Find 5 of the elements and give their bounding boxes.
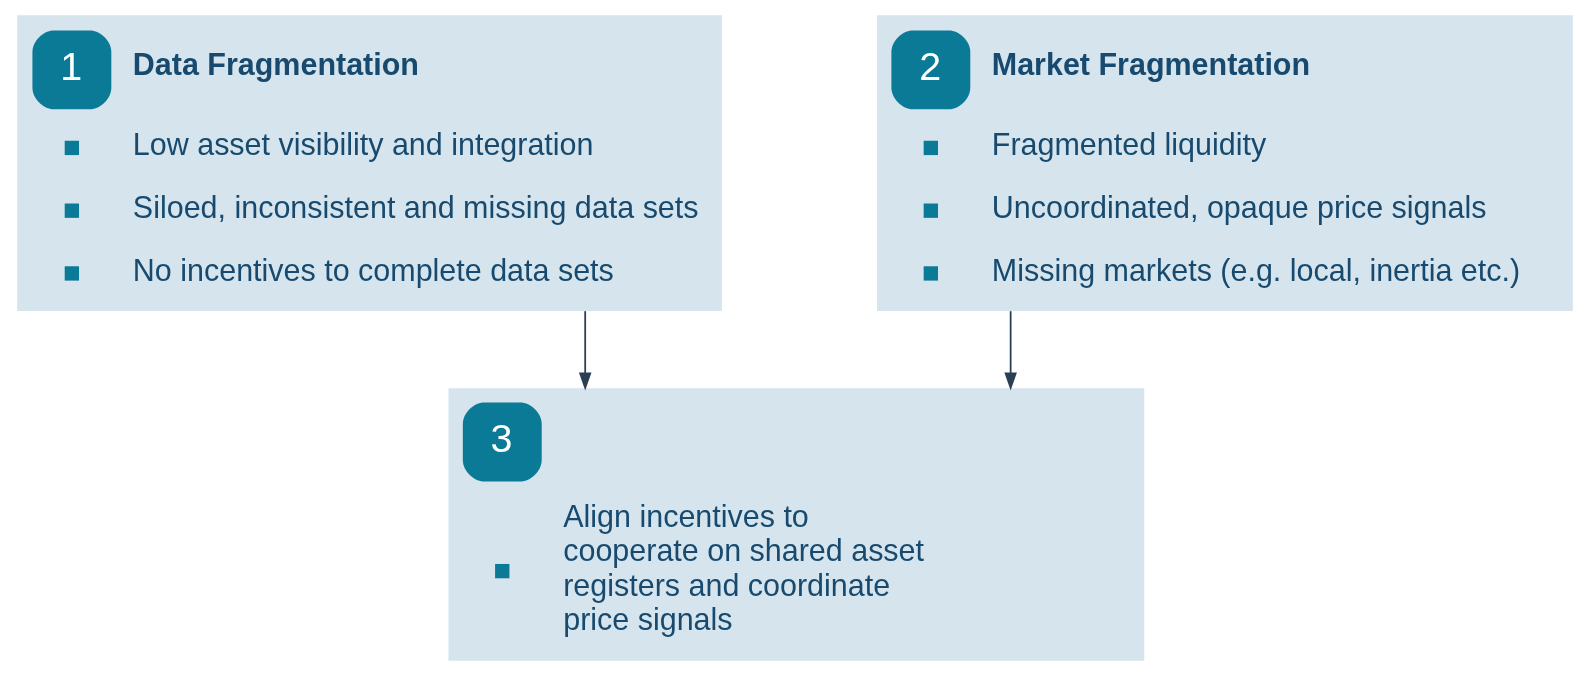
- node-box: 2 Market Fragmentation Fragmented liquidity Uncoordinated, opaque price signals Missing markets (e.g. local, inertia etc.): [877, 15, 1573, 312]
- node-box: 1 Data Fragmentation Low asset visibility and integration Siloed, inconsistent and missing data sets No incentives to complete data sets: [17, 15, 722, 312]
- arrow: [1004, 310, 1017, 391]
- arrow: [578, 310, 592, 391]
- node-box: 3 Align incentives to cooperate on shared asset registers and coordinate price signals: [448, 388, 1145, 661]
